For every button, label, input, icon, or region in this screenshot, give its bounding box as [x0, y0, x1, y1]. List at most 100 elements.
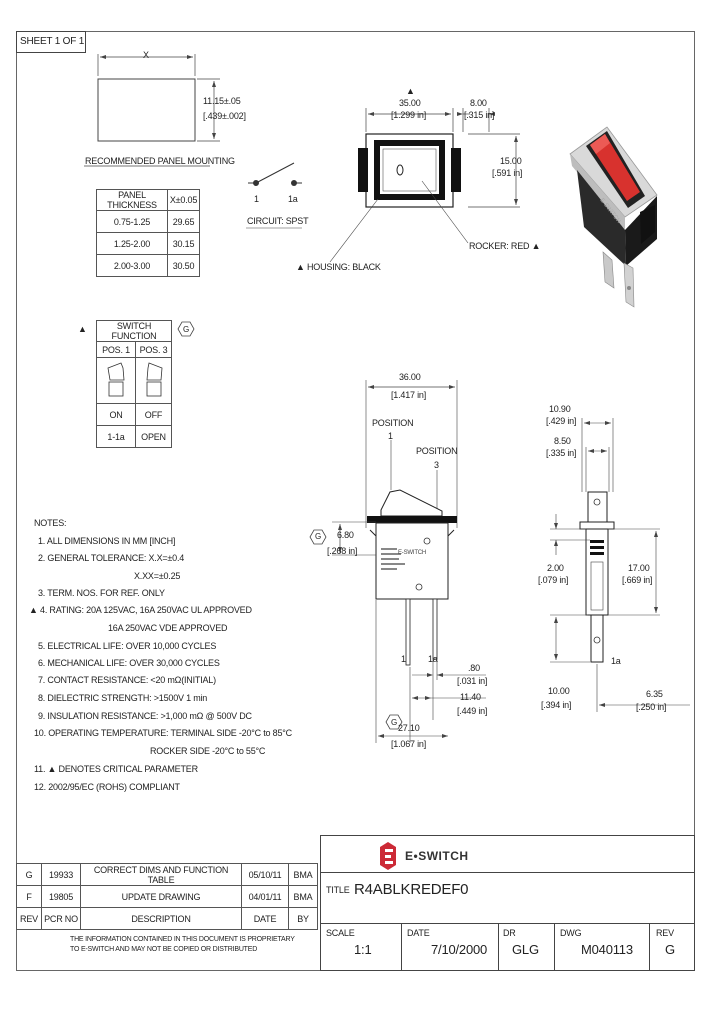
note-line: 7. CONTACT RESISTANCE: <20 mΩ(INITIAL) — [38, 675, 216, 685]
panel-height-dim-in: [.439±.002] — [203, 111, 246, 121]
scale-value: 1:1 — [354, 942, 372, 957]
end-top-dim-in: [.429 in] — [546, 416, 577, 426]
title-label: TITLE — [326, 885, 350, 895]
revision-cell: BMA — [288, 885, 318, 908]
sheet-label: SHEET 1 OF 1 — [20, 36, 85, 47]
drawing-border — [16, 31, 695, 971]
top-width-dim-in: [1.299 in] — [391, 110, 427, 120]
rocker-pos1-icon — [96, 357, 136, 404]
rocker-pos3-icon — [135, 357, 172, 404]
housing-label: ▲ HOUSING: BLACK — [296, 262, 381, 272]
switch-position-header: POS. 1 — [96, 341, 136, 358]
top-height-dim-in: [.591 in] — [492, 168, 523, 178]
date-label: DATE — [407, 928, 430, 938]
end-pin-label: 1a — [611, 656, 621, 666]
end-bottom-right-dim: 6.35 — [646, 689, 663, 699]
panel-x-label: X — [143, 50, 149, 60]
circuit-label: CIRCUIT: SPST — [247, 216, 309, 226]
panel-table-cell: 0.75-1.25 — [96, 210, 168, 233]
top-height-dim: 15.00 — [500, 156, 522, 166]
end-bottom-left-dim: 10.00 — [548, 686, 570, 696]
panel-thickness-table: PANEL THICKNESS X±0.05 0.75-1.25 29.65 1… — [96, 189, 200, 277]
top-depth-dim-in: [.315 in] — [464, 110, 495, 120]
side-bottom-dim: 27.10 — [398, 723, 420, 733]
revision-cell: 19933 — [41, 863, 81, 886]
note-line: 6. MECHANICAL LIFE: OVER 30,000 CYCLES — [38, 658, 220, 668]
note-line: 10. OPERATING TEMPERATURE: TERMINAL SIDE… — [34, 728, 292, 738]
circuit-pin-1a: 1a — [288, 194, 298, 204]
end-right-dim-in: [.669 in] — [622, 575, 653, 585]
revision-cell: BMA — [288, 863, 318, 886]
end-right-dim: 17.00 — [628, 563, 650, 573]
revision-cell: G — [16, 863, 42, 886]
revision-header: REV — [16, 907, 42, 930]
title-value: R4ABLKREDEF0 — [354, 881, 469, 898]
side-body-text: E-SWITCH — [398, 550, 427, 556]
note-line: 8. DIELECTRIC STRENGTH: >1500V 1 min — [38, 693, 208, 703]
dr-label: DR — [503, 928, 516, 938]
position-3-num: 3 — [434, 460, 439, 470]
panel-table-cell: 29.65 — [167, 210, 200, 233]
title-block — [320, 835, 695, 971]
top-width-dim: 35.00 — [399, 98, 421, 108]
position-1-label: POSITION — [372, 418, 414, 428]
dr-cell — [499, 923, 555, 971]
end-mid-dim-in: [.335 in] — [546, 448, 577, 458]
revision-cell: CORRECT DIMS AND FUNCTION TABLE — [80, 863, 242, 886]
rocker-label: ROCKER: RED ▲ — [469, 241, 541, 251]
rev-label: REV — [656, 928, 674, 938]
side-width-dim-in: [1.417 in] — [391, 390, 427, 400]
panel-table-header: PANEL THICKNESS — [96, 189, 168, 211]
revision-cell: 19805 — [41, 885, 81, 908]
rev-value: G — [665, 942, 675, 957]
note-line: X.XX=±0.25 — [134, 571, 181, 581]
switch-circuit: OPEN — [135, 425, 172, 448]
note-line: 3. TERM. NOS. FOR REF. ONLY — [38, 588, 165, 598]
note-line: 9. INSULATION RESISTANCE: >1,000 mΩ @ 50… — [38, 711, 252, 721]
revision-header: PCR NO — [41, 907, 81, 930]
revision-cell: UPDATE DRAWING — [80, 885, 242, 908]
side-left-dim-in: [.268 in] — [327, 546, 358, 556]
note-line: 11. ▲ DENOTES CRITICAL PARAMETER — [34, 764, 198, 774]
switch-state: ON — [96, 403, 136, 426]
note-line: 2. GENERAL TOLERANCE: X.X=±0.4 — [38, 553, 185, 563]
note-line: 12. 2002/95/EC (ROHS) COMPLIANT — [34, 782, 180, 792]
scale-cell — [320, 923, 402, 971]
side-spacing-dim-in: [.449 in] — [457, 706, 488, 716]
logo-text: E•SWITCH — [405, 849, 469, 863]
end-left-dim: 2.00 — [547, 563, 564, 573]
notes-title: NOTES: — [34, 518, 67, 528]
logo-row — [320, 835, 695, 873]
date-value: 7/10/2000 — [431, 942, 488, 957]
note-line: 1. ALL DIMENSIONS IN MM [INCH] — [38, 536, 176, 546]
note-line: 5. ELECTRICAL LIFE: OVER 10,000 CYCLES — [38, 641, 217, 651]
end-left-dim-in: [.079 in] — [538, 575, 569, 585]
switch-circuit: 1-1a — [96, 425, 136, 448]
end-bottom-right-dim-in: [.250 in] — [636, 702, 667, 712]
sheet-box — [16, 31, 86, 53]
note-line: ▲ 4. RATING: 20A 125VAC, 16A 250VAC UL A… — [29, 605, 252, 615]
dwg-label: DWG — [560, 928, 582, 938]
panel-height-dim: 11.15±.05 — [203, 96, 241, 106]
side-rev-badge-bottom: G — [391, 718, 398, 727]
dwg-cell — [555, 923, 650, 971]
switch-function-table: SWITCH FUNCTION POS. 1 POS. 3 ON OFF 1-1… — [96, 320, 172, 448]
side-term-dim-in: [.031 in] — [457, 676, 488, 686]
switch-function-rev: G — [183, 325, 190, 334]
date-cell — [402, 923, 499, 971]
panel-mounting-title: RECOMMENDED PANEL MOUNTING — [85, 156, 235, 166]
title-row-border — [320, 923, 695, 971]
side-rev-badge-left: G — [315, 532, 322, 541]
revision-header: BY — [288, 907, 318, 930]
side-spacing-dim: 11.40 — [460, 692, 481, 702]
end-mid-dim: 8.50 — [554, 436, 571, 446]
revision-header: DATE — [241, 907, 289, 930]
proprietary-line-2: TO E-SWITCH AND MAY NOT BE COPIED OR DIS… — [70, 946, 258, 953]
switch-function-title: SWITCH FUNCTION — [96, 320, 172, 342]
side-width-dim: 36.00 — [399, 372, 421, 382]
position-3-label: POSITION — [416, 446, 458, 456]
scale-label: SCALE — [326, 928, 355, 938]
dwg-value: M040113 — [581, 942, 633, 957]
position-1-num: 1 — [388, 431, 393, 441]
switch-position-header: POS. 3 — [135, 341, 172, 358]
